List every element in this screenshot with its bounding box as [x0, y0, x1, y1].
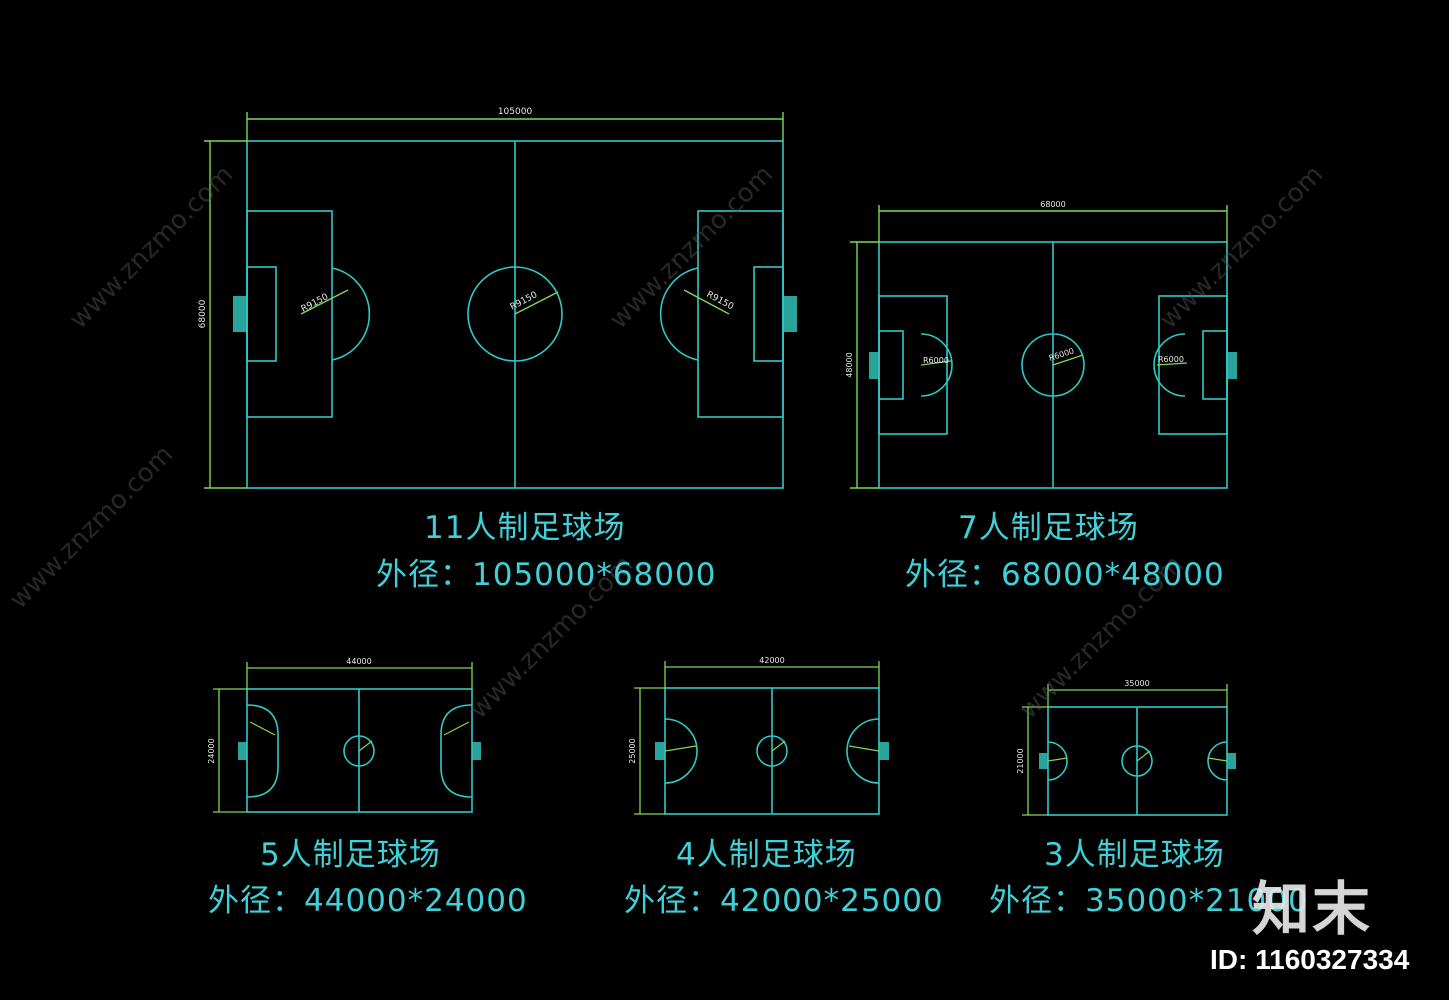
field-7-width-dimension: 68000: [1040, 200, 1065, 209]
field-3-title: 3人制足球场: [1044, 837, 1225, 873]
field-7-height-dimension: 48000: [845, 352, 854, 377]
field-5-drawing: 44000 24000: [207, 657, 481, 813]
field-3-left-goal: [1039, 753, 1048, 769]
field-3-drawing: 35000 21000: [1016, 679, 1236, 816]
field-5-center-circle: [343, 735, 375, 767]
field-7-size: 外径：68000*48000: [905, 557, 1225, 593]
field-5-size: 外径：44000*24000: [208, 883, 528, 919]
field-4-width-dimension: 42000: [759, 656, 784, 665]
field-4-title: 4人制足球场: [676, 837, 857, 873]
field-7-left-penalty-arc: [920, 333, 953, 397]
field-3-center-circle: [1121, 745, 1153, 777]
field-7-center-circle: [1021, 333, 1085, 397]
field-7-title: 7人制足球场: [958, 510, 1139, 546]
field-4-center-circle: [756, 735, 788, 767]
field-4-right-arc: [846, 718, 880, 784]
field-11-right-goal: [783, 296, 797, 332]
field-5-title: 5人制足球场: [260, 837, 441, 873]
field-4-left-goal: [655, 742, 665, 760]
field-4-height-dimension: 25000: [628, 738, 637, 763]
field-11-width-dimension: 105000: [498, 107, 533, 117]
field-11-right-penalty-arc: [659, 267, 699, 361]
field-4-size: 外径：42000*25000: [624, 883, 944, 919]
field-7-right-goal: [1227, 352, 1237, 379]
field-7-radius-label-right: R6000: [1158, 355, 1184, 364]
field-11-title: 11人制足球场: [424, 510, 626, 546]
field-7-drawing: R6000 R6000 R6000 68000 48000: [845, 200, 1237, 489]
field-3-left-arc: [1047, 741, 1068, 781]
field-4-drawing: 42000 25000: [628, 656, 889, 815]
field-3-width-dimension: 35000: [1124, 679, 1149, 688]
image-id-label: ID: 1160327334: [1210, 944, 1410, 975]
field-11-size: 外径：105000*68000: [376, 557, 717, 593]
field-5-height-dimension: 24000: [207, 738, 216, 763]
field-5-right-penalty-area: [440, 704, 473, 798]
field-7-left-goal: [869, 352, 879, 379]
field-11-left-penalty-arc: [331, 267, 371, 361]
field-3-height-dimension: 21000: [1016, 748, 1025, 773]
field-5-width-dimension: 44000: [346, 657, 371, 666]
field-5-left-penalty-area: [246, 704, 279, 798]
field-5-right-goal: [472, 742, 481, 760]
field-3-size: 外径：35000*21000: [989, 883, 1309, 919]
field-7-radius-label-left: R6000: [923, 356, 949, 365]
field-3-right-arc: [1207, 741, 1228, 781]
brand-logo: 知末: [1252, 875, 1373, 943]
field-4-left-arc: [664, 718, 698, 784]
field-4-right-goal: [879, 742, 889, 760]
field-5-left-goal: [238, 742, 247, 760]
field-11-center-circle: [467, 266, 563, 362]
field-11-left-goal: [233, 296, 247, 332]
field-11-height-dimension: 68000: [198, 299, 208, 328]
field-3-right-goal: [1227, 753, 1236, 769]
field-7-right-penalty-arc: [1153, 333, 1186, 397]
